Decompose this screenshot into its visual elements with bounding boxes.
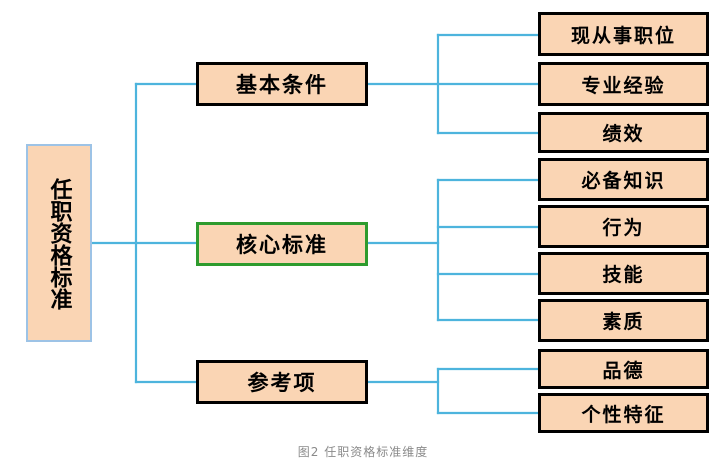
node-leaf-professional-experience[interactable]: 专业经验 <box>538 62 709 106</box>
node-branch-reference-items[interactable]: 参考项 <box>196 360 368 404</box>
node-leaf-personality-traits[interactable]: 个性特征 <box>538 393 709 433</box>
node-leaf-skills[interactable]: 技能 <box>538 252 709 295</box>
node-leaf-current-position[interactable]: 现从事职位 <box>538 12 709 56</box>
node-leaf-essential-knowledge[interactable]: 必备知识 <box>538 158 709 201</box>
node-leaf-performance[interactable]: 绩效 <box>538 112 709 153</box>
node-root[interactable]: 任职资格标准 <box>26 144 92 342</box>
node-leaf-quality[interactable]: 素质 <box>538 299 709 342</box>
node-branch-basic-conditions[interactable]: 基本条件 <box>196 62 368 106</box>
node-branch-core-standard[interactable]: 核心标准 <box>196 222 368 266</box>
node-leaf-moral-character[interactable]: 品德 <box>538 349 709 389</box>
node-leaf-behavior[interactable]: 行为 <box>538 205 709 248</box>
figure-caption: 图2 任职资格标准维度 <box>297 445 429 459</box>
